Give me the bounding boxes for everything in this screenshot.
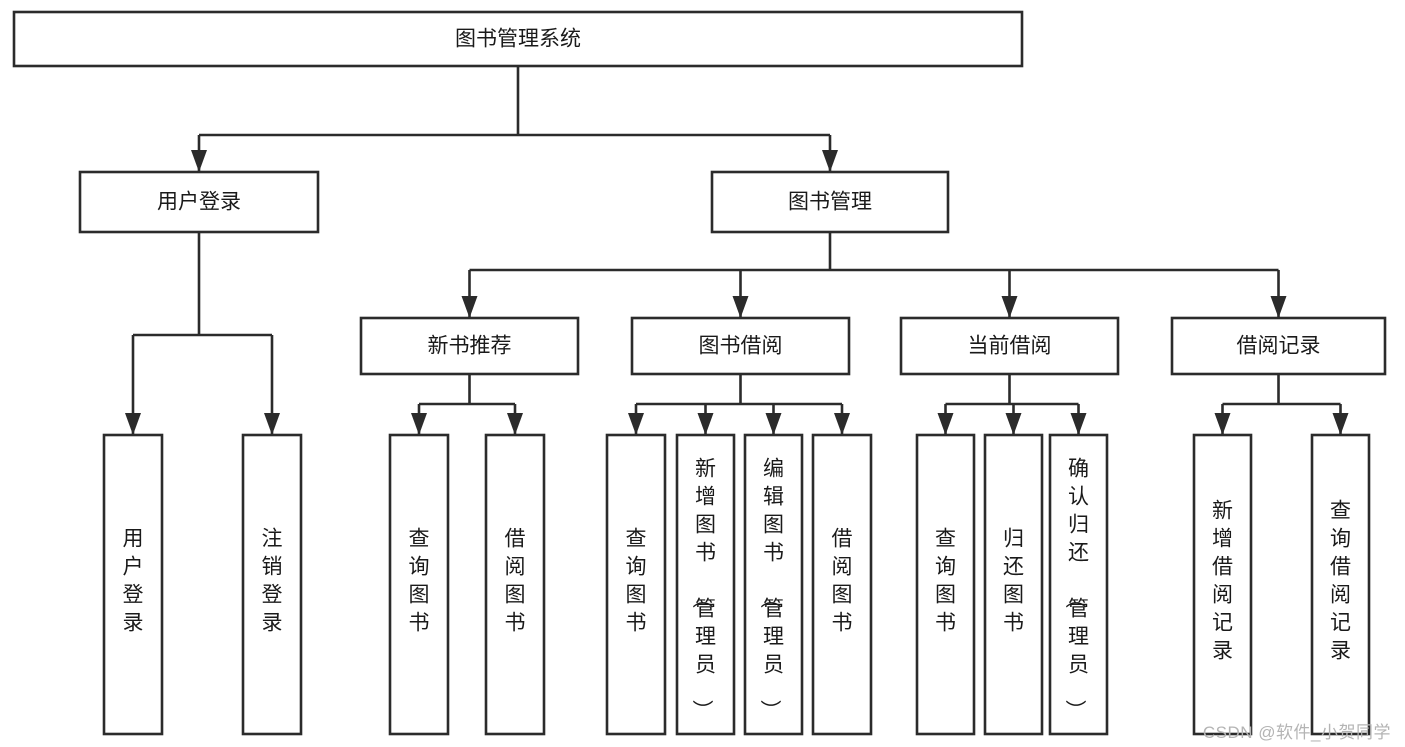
arrow-head-icon	[264, 413, 280, 435]
node-label: 图书管理系统	[455, 28, 581, 51]
node-label: 新增图书（管理员）	[690, 458, 716, 721]
node-borrow-record[interactable]: 借阅记录	[1170, 316, 1387, 376]
node-label: 查询图书	[935, 528, 956, 635]
node-leaf-return-book[interactable]: 归还图书	[983, 433, 1044, 736]
node-leaf-user-login[interactable]: 用户登录	[102, 433, 164, 736]
node-box	[1048, 433, 1109, 736]
node-leaf-add-record[interactable]: 新增借阅记录	[1192, 433, 1253, 736]
node-label: 当前借阅	[968, 335, 1052, 358]
node-label: 编辑图书（管理员）	[758, 458, 784, 721]
node-leaf-borrow-book-1[interactable]: 借阅图书	[484, 433, 546, 736]
arrow-head-icon	[1001, 296, 1018, 318]
node-current-borrow[interactable]: 当前借阅	[899, 316, 1120, 376]
arrow-head-icon	[461, 296, 478, 318]
node-label: 查询图书	[409, 528, 430, 635]
arrow-head-icon	[1070, 413, 1087, 435]
node-label: 查询图书	[626, 528, 647, 635]
node-box	[1310, 433, 1371, 736]
arrow-head-icon	[1214, 413, 1231, 435]
node-box	[102, 433, 164, 736]
node-box	[78, 170, 320, 234]
connector-layer	[125, 66, 1349, 435]
node-label: 归还图书	[1003, 528, 1024, 635]
arrow-head-icon	[1270, 296, 1287, 318]
arrow-head-icon	[822, 150, 838, 172]
arrow-head-icon	[628, 413, 644, 435]
node-root[interactable]: 图书管理系统	[12, 10, 1024, 68]
node-box	[359, 316, 580, 376]
node-box	[1192, 433, 1253, 736]
node-label: 确认归还（管理员）	[1063, 458, 1089, 721]
node-label: 借阅记录	[1237, 335, 1321, 358]
node-box	[811, 433, 873, 736]
arrow-head-icon	[411, 413, 427, 435]
node-box	[605, 433, 667, 736]
node-label: 借阅图书	[832, 528, 853, 635]
node-layer: 图书管理系统用户登录图书管理新书推荐图书借阅当前借阅借阅记录用户登录注销登录查询…	[12, 10, 1387, 736]
arrow-head-icon	[507, 413, 523, 435]
node-user-login[interactable]: 用户登录	[78, 170, 320, 234]
node-book-manage[interactable]: 图书管理	[710, 170, 950, 234]
node-leaf-borrow-book-2[interactable]: 借阅图书	[811, 433, 873, 736]
node-label: 新增借阅记录	[1212, 500, 1233, 663]
node-box	[241, 433, 303, 736]
node-label: 图书借阅	[699, 335, 783, 358]
node-box	[675, 433, 736, 736]
arrow-head-icon	[765, 413, 782, 435]
node-leaf-confirm-return[interactable]: 确认归还（管理员）	[1048, 433, 1109, 736]
node-box	[630, 316, 851, 376]
node-leaf-query-record[interactable]: 查询借阅记录	[1310, 433, 1371, 736]
node-box	[915, 433, 976, 736]
node-box	[899, 316, 1120, 376]
arrow-head-icon	[697, 413, 714, 435]
arrow-head-icon	[125, 413, 141, 435]
arrow-head-icon	[1005, 413, 1022, 435]
node-leaf-add-book[interactable]: 新增图书（管理员）	[675, 433, 736, 736]
node-label: 借阅图书	[505, 528, 526, 635]
node-box	[484, 433, 546, 736]
arrow-head-icon	[732, 296, 749, 318]
node-box	[710, 170, 950, 234]
node-box	[388, 433, 450, 736]
node-label: 新书推荐	[428, 335, 512, 358]
node-leaf-user-logout[interactable]: 注销登录	[241, 433, 303, 736]
node-box	[743, 433, 804, 736]
arrow-head-icon	[937, 413, 954, 435]
node-leaf-query-book-1[interactable]: 查询图书	[388, 433, 450, 736]
arrow-head-icon	[191, 150, 207, 172]
node-box	[983, 433, 1044, 736]
node-label: 用户登录	[123, 528, 144, 635]
arrow-head-icon	[834, 413, 850, 435]
node-leaf-query-book-2[interactable]: 查询图书	[605, 433, 667, 736]
node-label: 用户登录	[157, 191, 241, 214]
node-new-book-recommend[interactable]: 新书推荐	[359, 316, 580, 376]
node-label: 图书管理	[788, 191, 872, 214]
node-box	[12, 10, 1024, 68]
node-label: 查询借阅记录	[1330, 500, 1351, 663]
node-leaf-query-book-3[interactable]: 查询图书	[915, 433, 976, 736]
node-leaf-edit-book[interactable]: 编辑图书（管理员）	[743, 433, 804, 736]
node-book-borrow[interactable]: 图书借阅	[630, 316, 851, 376]
arrow-head-icon	[1332, 413, 1349, 435]
node-box	[1170, 316, 1387, 376]
node-label: 注销登录	[262, 528, 283, 635]
